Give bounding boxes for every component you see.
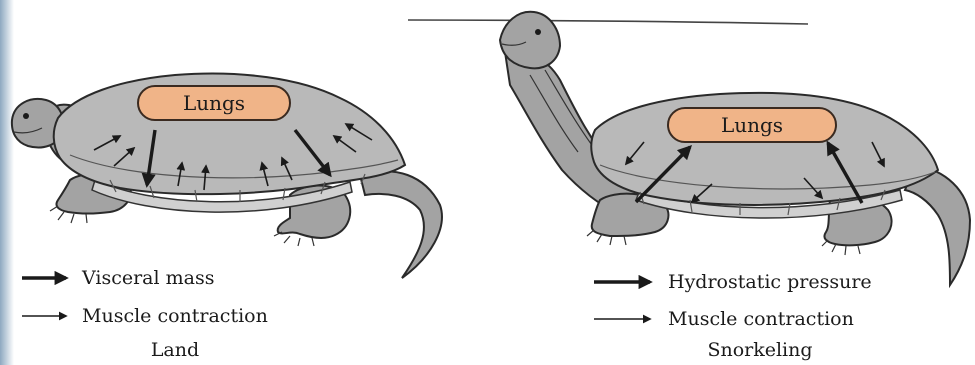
land-legend: Visceral mass Muscle contraction Land xyxy=(22,267,268,361)
page-edge-shadow xyxy=(0,0,14,365)
snorkeling-caption: Snorkeling xyxy=(707,339,812,361)
water-surface-line xyxy=(408,20,808,24)
legend-hydrostatic-pressure: Hydrostatic pressure xyxy=(668,271,872,293)
land-turtle: Lungs xyxy=(12,74,442,278)
legend-muscle-contraction-right: Muscle contraction xyxy=(668,308,854,330)
legend-visceral-mass: Visceral mass xyxy=(81,267,214,289)
snorkel-lungs-label: Lungs xyxy=(721,113,783,137)
land-caption: Land xyxy=(151,339,199,361)
land-turtle-tail xyxy=(360,171,442,278)
snorkel-turtle-eye xyxy=(535,29,541,35)
legend-muscle-contraction: Muscle contraction xyxy=(82,305,268,327)
snorkeling-turtle: Lungs xyxy=(408,12,970,285)
land-lungs-label: Lungs xyxy=(183,91,245,115)
snorkel-legend: Hydrostatic pressure Muscle contraction … xyxy=(594,271,872,361)
land-turtle-eye xyxy=(23,113,29,119)
